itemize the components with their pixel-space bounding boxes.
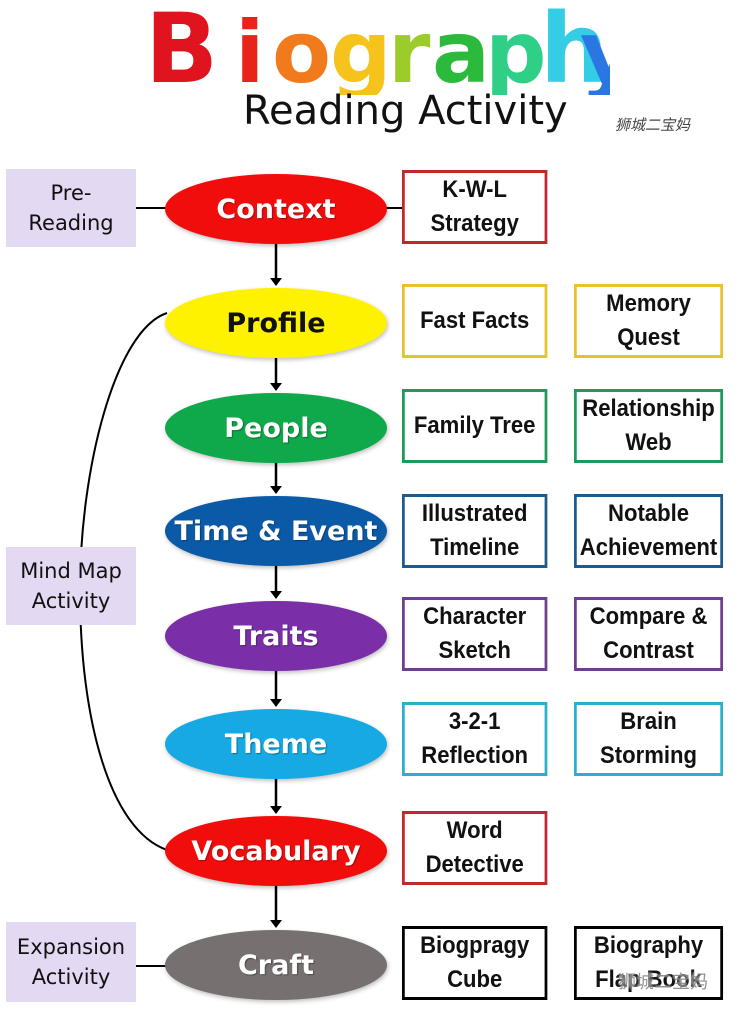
activity-box: Family Tree <box>402 389 548 463</box>
step-oval-profile: Profile <box>165 288 387 358</box>
activity-box: Biogpragy Cube <box>402 926 548 1000</box>
activity-box: Brain Storming <box>574 702 724 776</box>
step-oval-vocabulary: Vocabulary <box>165 816 387 886</box>
step-oval-time-event: Time & Event <box>165 496 387 566</box>
arrow-head-icon <box>270 591 282 599</box>
title-letter: i <box>235 3 264 95</box>
title-letter: r <box>388 3 431 95</box>
activity-box: Fast Facts <box>402 284 548 358</box>
activity-box: Word Detective <box>402 811 548 885</box>
subtitle: Reading Activity <box>243 88 568 134</box>
stage-mind-map-activity: Mind Map Activity <box>6 547 136 625</box>
stage-pre-reading: Pre- Reading <box>6 169 136 247</box>
step-oval-traits: Traits <box>165 601 387 671</box>
arrow-head-icon <box>270 486 282 494</box>
watermark-bottom: 狮城二宝妈 <box>618 972 708 993</box>
watermark-top: 狮城二宝妈 <box>615 116 691 134</box>
activity-box: Relationship Web <box>574 389 724 463</box>
arrow-head-icon <box>270 278 282 286</box>
activity-box: Memory Quest <box>574 284 724 358</box>
arrow-head-icon <box>270 920 282 928</box>
stage-expansion-activity: Expansion Activity <box>6 922 136 1002</box>
activity-box: Biography Flap Book <box>574 926 724 1000</box>
step-oval-people: People <box>165 393 387 463</box>
activity-box: K-W-L Strategy <box>402 170 548 244</box>
step-oval-context: Context <box>165 174 387 244</box>
activity-box: Character Sketch <box>402 597 548 671</box>
step-oval-theme: Theme <box>165 709 387 779</box>
arrow-head-icon <box>270 699 282 707</box>
title-letter: h <box>540 0 608 95</box>
title-letter: g <box>330 3 392 95</box>
arrow-head-icon <box>270 806 282 814</box>
activity-box: Notable Achievement <box>574 494 724 568</box>
activity-box: 3-2-1 Reflection <box>402 702 548 776</box>
title-letter: o <box>272 3 331 95</box>
arrow-head-icon <box>270 383 282 391</box>
activity-box: Illustrated Timeline <box>402 494 548 568</box>
title-letter: a <box>432 3 490 95</box>
title-letter: B <box>145 0 218 95</box>
activity-box: Compare & Contrast <box>574 597 724 671</box>
title-letter: p <box>485 3 547 95</box>
title-letter: y <box>580 3 610 95</box>
step-oval-craft: Craft <box>165 930 387 1000</box>
